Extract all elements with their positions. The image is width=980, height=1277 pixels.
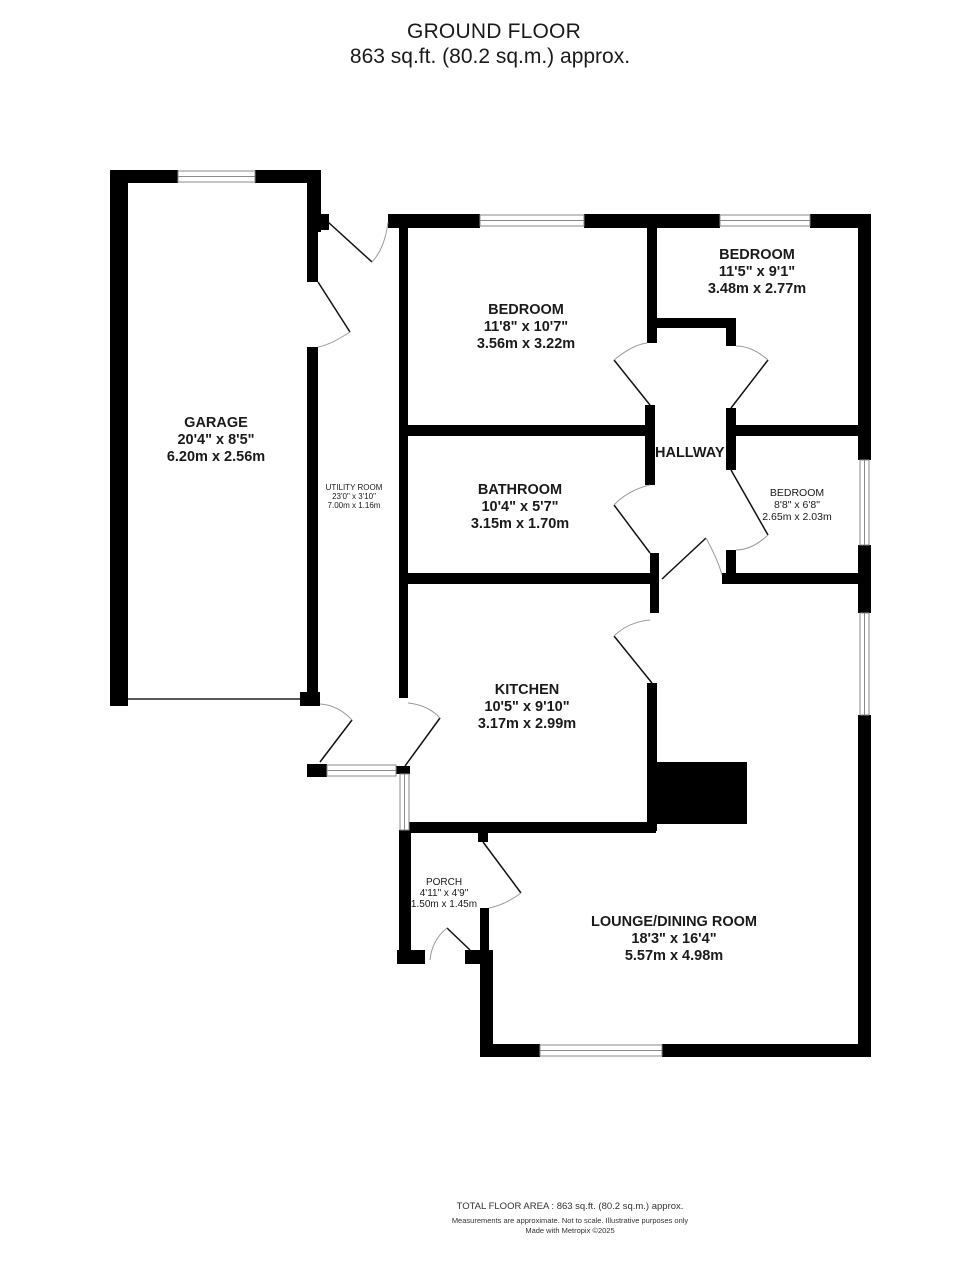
room-imperial: 4'11" x 4'9"	[419, 888, 469, 900]
windows	[177, 170, 870, 1057]
room-metric: 3.15m x 1.70m	[470, 516, 570, 533]
room-name: UTILITY ROOM	[325, 483, 383, 492]
room-imperial: 11'8" x 10'7"	[483, 319, 569, 336]
total-floor-area: TOTAL FLOOR AREA : 863 sq.ft. (80.2 sq.m…	[456, 1201, 684, 1212]
room-label-utility: UTILITY ROOM 23'0" x 3'10" 7.00m x 1.16m	[325, 483, 383, 511]
room-label-bedroom-1: BEDROOM 11'8" x 10'7" 3.56m x 3.22m	[477, 302, 575, 353]
room-label-kitchen: KITCHEN 10'5" x 9'10" 3.17m x 2.99m	[478, 682, 576, 733]
room-metric: 3.48m x 2.77m	[707, 281, 807, 298]
room-name: KITCHEN	[494, 682, 560, 698]
floor-title: GROUND FLOOR	[407, 20, 581, 43]
room-name: BEDROOM	[719, 247, 795, 263]
disclaimer: Measurements are approximate. Not to sca…	[451, 1216, 689, 1225]
room-metric: 3.17m x 2.99m	[477, 716, 577, 733]
room-imperial: 8'8" x 6'8"	[774, 498, 820, 511]
walls	[110, 170, 871, 1057]
room-name: PORCH	[425, 877, 463, 888]
room-imperial: 10'5" x 9'10"	[484, 699, 570, 716]
room-imperial: 11'5" x 9'1"	[718, 264, 796, 281]
room-name: BATHROOM	[477, 482, 563, 498]
room-metric: 7.00m x 1.16m	[327, 500, 381, 510]
room-imperial: 18'3" x 16'4"	[631, 931, 717, 948]
room-label-porch: PORCH 4'11" x 4'9" 1.50m x 1.45m	[406, 877, 482, 911]
room-label-bedroom-3: BEDROOM 8'8" x 6'8" 2.65m x 2.03m	[762, 487, 832, 523]
room-metric: 1.50m x 1.45m	[410, 899, 478, 911]
room-imperial: 23'0" x 3'10"	[332, 491, 376, 501]
room-name: GARAGE	[184, 415, 248, 431]
floor-area: 863 sq.ft. (80.2 sq.m.) approx.	[349, 45, 631, 68]
room-imperial: 20'4" x 8'5"	[177, 432, 255, 449]
room-name: LOUNGE/DINING ROOM	[591, 914, 757, 930]
room-label-lounge: LOUNGE/DINING ROOM 18'3" x 16'4" 5.57m x…	[591, 914, 757, 965]
room-label-hallway: HALLWAY	[655, 445, 725, 461]
room-name: BEDROOM	[488, 302, 564, 318]
room-label-bedroom-2: BEDROOM 11'5" x 9'1" 3.48m x 2.77m	[708, 247, 806, 298]
credit: Made with Metropix ©2025	[525, 1226, 615, 1235]
room-metric: 5.57m x 4.98m	[624, 948, 724, 965]
room-imperial: 10'4" x 5'7"	[481, 499, 559, 516]
room-metric: 6.20m x 2.56m	[166, 449, 266, 466]
room-label-bathroom: BATHROOM 10'4" x 5'7" 3.15m x 1.70m	[471, 482, 569, 533]
room-label-garage: GARAGE 20'4" x 8'5" 6.20m x 2.56m	[167, 415, 265, 466]
room-name: BEDROOM	[769, 487, 825, 499]
doors	[317, 221, 769, 961]
room-metric: 2.65m x 2.03m	[762, 510, 832, 523]
room-metric: 3.56m x 3.22m	[476, 336, 576, 353]
